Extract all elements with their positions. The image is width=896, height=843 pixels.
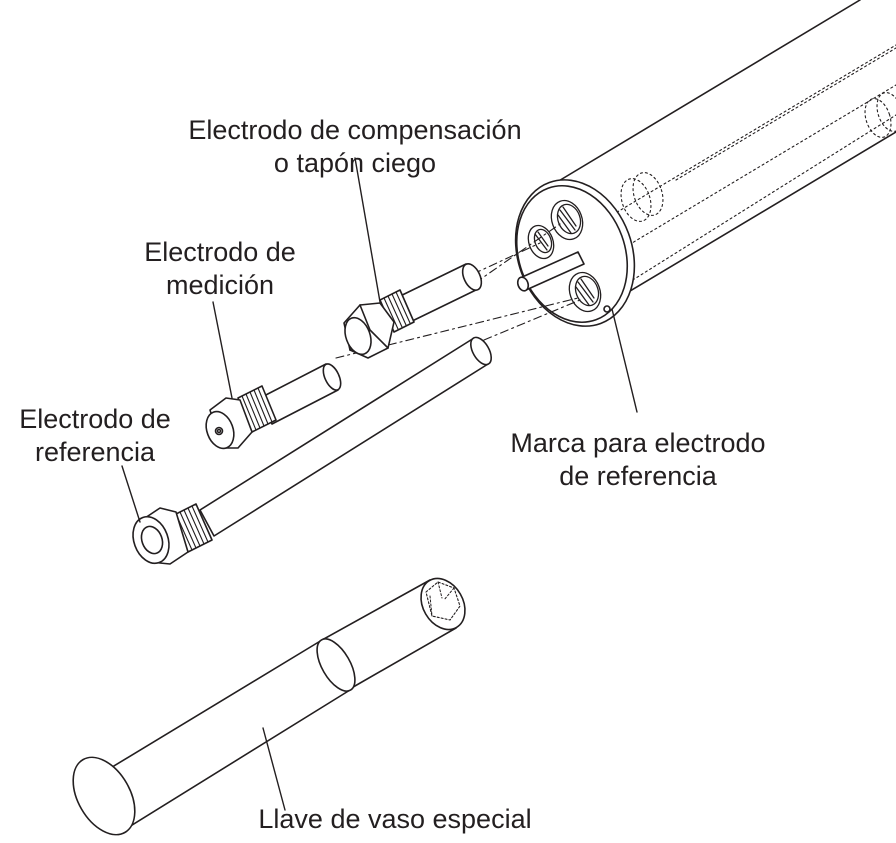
measurement-electrode <box>205 363 342 450</box>
housing-face-inner <box>515 184 629 324</box>
label-reference-electrode: Electrodo de referencia <box>0 403 190 469</box>
leader-mark <box>611 308 638 413</box>
port-top <box>550 199 584 241</box>
label-mark-line1: Marca para electrodo <box>510 428 766 458</box>
label-reference-line2: referencia <box>34 437 156 467</box>
sensor-housing <box>514 0 896 327</box>
label-measurement-line1: Electrodo de <box>144 237 296 267</box>
label-socket-wrench: Llave de vaso especial <box>225 803 565 836</box>
compensation-electrode <box>343 263 483 359</box>
reference-electrode <box>132 336 493 565</box>
label-reference-line1: Electrodo de <box>19 404 171 434</box>
label-reference-mark: Marca para electrodo de referencia <box>488 427 788 493</box>
leader-lines <box>121 157 638 811</box>
port-bottom <box>568 271 602 313</box>
port-left <box>527 224 555 260</box>
label-measurement-line2: medición <box>165 270 275 300</box>
leader-reference <box>121 465 141 523</box>
alignment-pin <box>516 251 585 292</box>
leader-compensation <box>354 157 381 303</box>
label-compensation-line1: Electrodo de compensación <box>188 115 522 145</box>
leader-socket-wrench <box>262 727 286 811</box>
label-compensation-line2: o tapón ciego <box>273 148 437 178</box>
leader-measurement <box>212 301 233 399</box>
label-socket-wrench-line1: Llave de vaso especial <box>258 804 532 834</box>
label-measurement-electrode: Electrodo de medición <box>120 236 320 302</box>
label-mark-line2: de referencia <box>559 461 717 491</box>
housing-top-edge <box>546 0 861 189</box>
housing-bottom-edge <box>589 131 896 316</box>
reference-mark-dot <box>603 305 611 313</box>
socket-wrench <box>72 577 466 836</box>
hidden-bores <box>603 44 896 289</box>
label-compensation-electrode: Electrodo de compensación o tapón ciego <box>170 114 540 180</box>
